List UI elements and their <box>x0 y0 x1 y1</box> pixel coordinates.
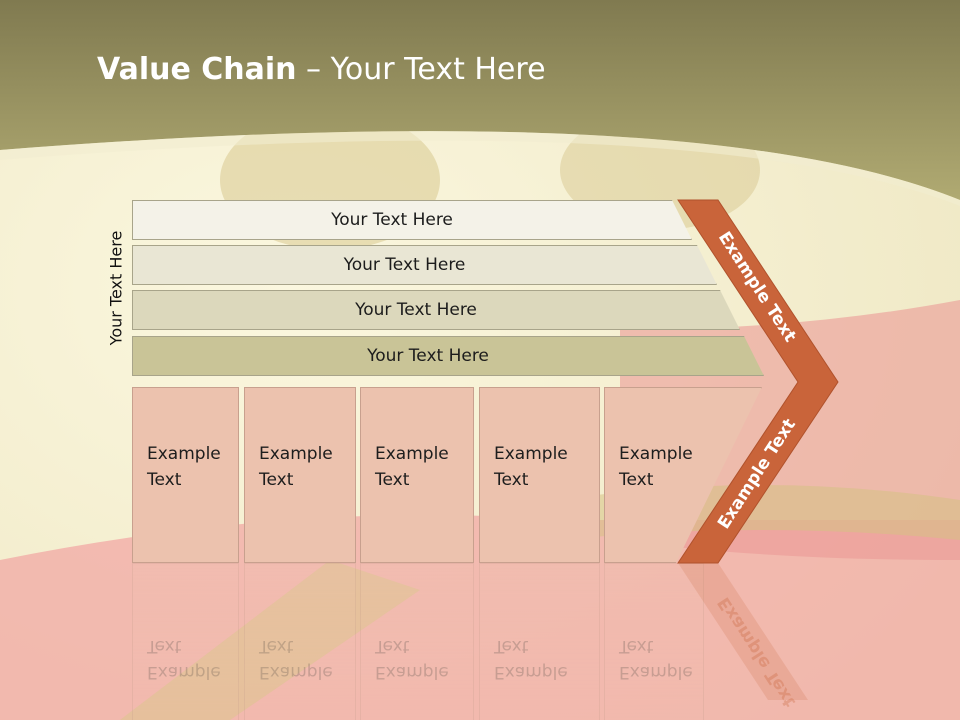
side-label: Your Text Here <box>106 230 126 346</box>
primary-column-4: Example Text <box>479 387 600 563</box>
support-row-1: Your Text Here <box>132 200 692 240</box>
support-row-label: Your Text Here <box>367 346 489 366</box>
column-text-line2: Text <box>494 470 529 490</box>
support-row-label: Your Text Here <box>355 300 477 320</box>
primary-column-2: Example Text <box>244 387 356 563</box>
column-text-line1: Example <box>494 444 568 464</box>
title-bold: Value Chain <box>97 52 297 87</box>
support-row-2: Your Text Here <box>132 245 717 285</box>
column-text-line1: Example <box>375 444 449 464</box>
support-row-label: Your Text Here <box>343 255 466 275</box>
support-row-4: Your Text Here <box>132 336 764 376</box>
column-text-line2: Text <box>619 470 654 490</box>
support-row-3: Your Text Here <box>132 290 740 330</box>
column-text-line2: Text <box>147 470 182 490</box>
page-title: Value Chain – Your Text Here <box>97 52 546 87</box>
primary-column-1: Example Text <box>132 387 239 563</box>
primary-column-3: Example Text <box>360 387 474 563</box>
column-text-line2: Text <box>375 470 410 490</box>
column-text-line1: Example <box>619 444 693 464</box>
column-text-line1: Example <box>147 444 221 464</box>
title-rest: – Your Text Here <box>296 52 546 87</box>
column-text-line2: Text <box>259 470 294 490</box>
column-text-line1: Example <box>259 444 333 464</box>
support-row-label: Your Text Here <box>331 210 453 230</box>
